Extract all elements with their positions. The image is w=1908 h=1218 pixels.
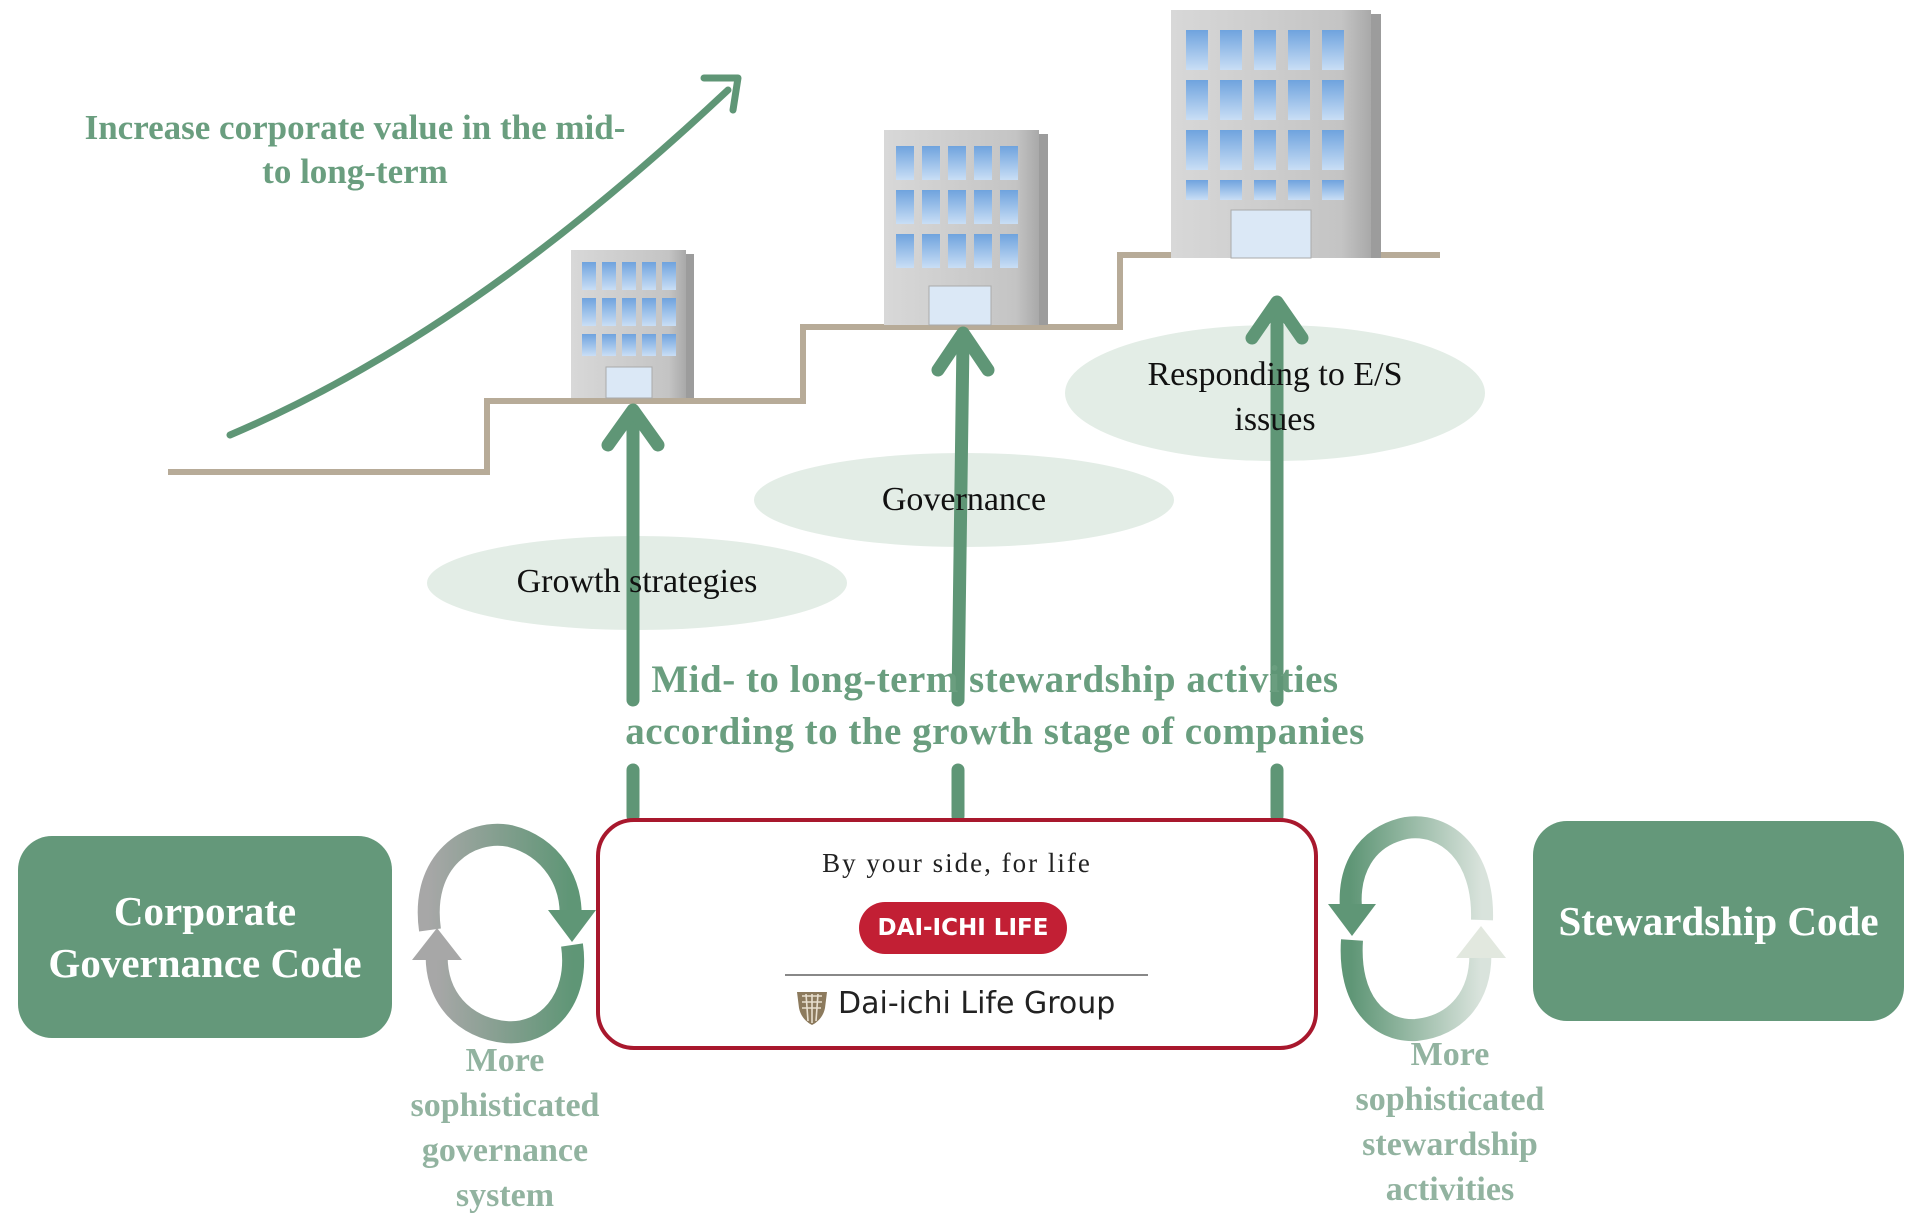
growth-curve-arrowhead: [700, 74, 742, 114]
growth-strategies-label: Growth strategies: [516, 563, 758, 600]
dai-ichi-life-brand-badge: DAI-ICHI LIFE: [859, 902, 1067, 954]
es-issues-label: Responding to E/S issues: [1075, 352, 1475, 442]
stewardship-code-label: Stewardship Code: [1558, 898, 1879, 944]
logo-divider: [785, 974, 1148, 976]
stewardship-activities-line-2: according to the growth stage of compani…: [625, 710, 1365, 753]
staircase-line: [168, 252, 1440, 475]
governance-label: Governance: [881, 481, 1047, 518]
es-issues-line-2: issues: [1234, 401, 1316, 438]
brand-badge-text: DAI-ICHI LIFE: [877, 915, 1049, 941]
left-cycle-line-1: More: [465, 1042, 545, 1079]
shield-icon: [794, 988, 830, 1026]
left-cycle-arrows: [412, 823, 596, 1044]
left-cycle-line-2: sophisticated: [410, 1087, 600, 1124]
corporate-governance-code-box: Corporate Governance Code: [18, 836, 392, 1038]
logo-tagline: By your side, for life: [822, 848, 1092, 878]
corporate-governance-line-2: Governance Code: [48, 940, 362, 986]
right-cycle-line-4: activities: [1385, 1171, 1515, 1208]
headline-line-2: to long-term: [262, 152, 448, 191]
headline-text: Increase corporate value in the mid- to …: [40, 106, 670, 194]
right-cycle-line-1: More: [1410, 1036, 1490, 1073]
up-arrow-growth: [601, 403, 665, 823]
left-cycle-label: More sophisticated governance system: [380, 1038, 630, 1218]
stewardship-code-box: Stewardship Code: [1533, 821, 1904, 1021]
left-cycle-line-4: system: [455, 1177, 555, 1214]
headline-line-1: Increase corporate value in the mid-: [84, 108, 626, 147]
growth-curve-arrow: [226, 86, 732, 439]
building-medium: [884, 130, 1048, 326]
building-tall: [1171, 10, 1381, 259]
stewardship-activities-text: Mid- to long-term stewardship activities…: [520, 654, 1470, 758]
right-cycle-line-3: stewardship: [1362, 1126, 1538, 1163]
dai-ichi-life-logo-box: By your side, for life DAI-ICHI LIFE Dai…: [596, 818, 1318, 1050]
up-arrow-governance: [931, 326, 995, 823]
left-cycle-line-3: governance: [421, 1132, 589, 1169]
group-name: Dai-ichi Life Group: [838, 986, 1116, 1021]
corporate-governance-line-1: Corporate: [113, 888, 297, 934]
right-cycle-line-2: sophisticated: [1355, 1081, 1545, 1118]
building-small: [571, 250, 694, 399]
up-arrow-es: [1245, 295, 1309, 823]
right-cycle-label: More sophisticated stewardship activitie…: [1325, 1032, 1575, 1212]
es-issues-line-1: Responding to E/S: [1147, 356, 1403, 393]
stewardship-activities-line-1: Mid- to long-term stewardship activities: [651, 658, 1339, 701]
right-cycle-arrows: [1328, 816, 1506, 1042]
